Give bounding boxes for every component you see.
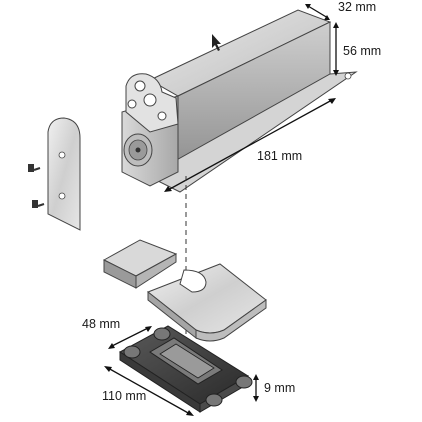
box-dimension-lines	[164, 4, 339, 192]
base-plate	[119, 325, 253, 413]
screw-icon-bottom	[32, 200, 45, 208]
screw-icon-top	[28, 164, 41, 172]
slotted-plate	[147, 263, 267, 342]
hinge-body	[121, 9, 358, 193]
box-depth-label: 32 mm	[338, 0, 376, 14]
plate-dimension-lines	[104, 326, 259, 416]
cover-plate	[47, 117, 81, 231]
plate-height-label: 9 mm	[264, 381, 295, 395]
cursor-arrow-icon	[212, 34, 221, 51]
plate-width-label: 48 mm	[82, 317, 120, 331]
box-length-label: 181 mm	[257, 149, 302, 163]
spacer-block	[102, 239, 178, 289]
box-height-label: 56 mm	[343, 44, 381, 58]
plate-length-label: 110 mm	[102, 389, 146, 403]
